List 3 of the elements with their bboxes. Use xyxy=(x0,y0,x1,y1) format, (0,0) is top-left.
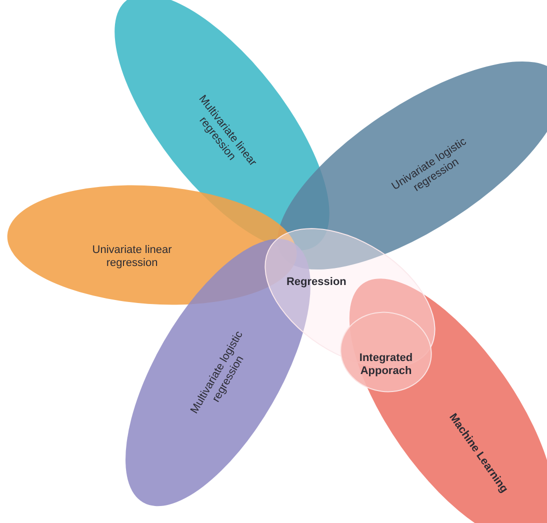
petal-label: Integrated Apporach xyxy=(358,352,414,378)
petal-label: Univariate linear regression xyxy=(91,244,173,270)
petal-label: Regression xyxy=(285,276,348,290)
